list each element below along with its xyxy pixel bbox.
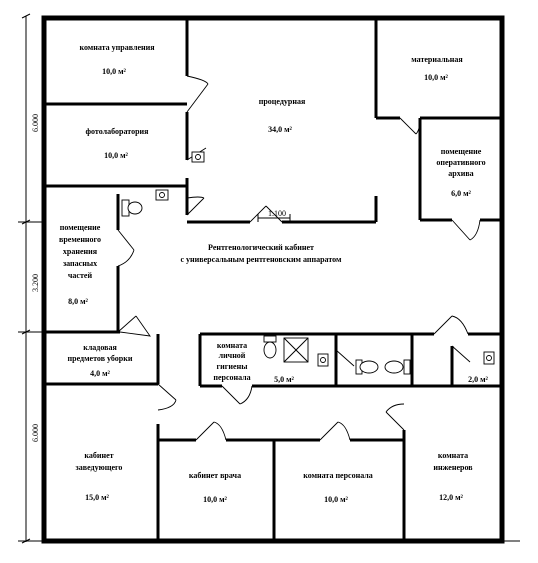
sink-icon-3: [317, 353, 329, 367]
procedure-room-name: процедурная: [259, 97, 306, 106]
storage-name-3: хранения: [63, 247, 98, 256]
engineers-room-area: 12,0 м²: [439, 493, 463, 502]
sink-icon-2: [155, 189, 169, 201]
toilet-icon-2: [263, 335, 277, 359]
hygiene-name-4: персонала: [213, 373, 250, 382]
dim-middle: 3.200: [31, 274, 40, 292]
doctor-office-name: кабинет врача: [189, 471, 241, 480]
wc-area: 2,0 м²: [468, 375, 488, 384]
shower-icon: [283, 337, 309, 363]
engineers-room-name-2: инженеров: [433, 463, 473, 472]
control-room-area: 10,0 м²: [102, 67, 126, 76]
head-office-area: 15,0 м²: [85, 493, 109, 502]
door-dimension: [257, 214, 291, 222]
cleaning-name-1: кладовая: [83, 343, 117, 352]
toilet-icon-3: [355, 359, 379, 375]
sink-icon-4: [483, 351, 495, 365]
archive-name-1: помещение: [441, 147, 482, 156]
dim-bottom: 6.000: [31, 424, 40, 442]
dim-top: 6.000: [31, 114, 40, 132]
cabinet-title-1: Рентгенологический кабинет: [208, 243, 314, 252]
cleaning-area: 4,0 м²: [90, 369, 110, 378]
archive-area: 6,0 м²: [451, 189, 471, 198]
materials-room-name: материальная: [411, 55, 463, 64]
control-room-name: комната управления: [79, 43, 155, 52]
toilet-icon-4: [384, 359, 411, 375]
staff-room-name: комната персонала: [303, 471, 373, 480]
sink-icon: [191, 151, 205, 163]
hygiene-name-2: личной: [219, 351, 246, 360]
photolab-area: 10,0 м²: [104, 151, 128, 160]
storage-name-1: помещение: [60, 223, 101, 232]
head-office-name-2: заведующего: [76, 463, 123, 472]
storage-name-5: частей: [68, 271, 93, 280]
storage-name-4: запасных: [63, 259, 97, 268]
cabinet-title-2: с универсальным рентгеновским аппаратом: [181, 255, 343, 264]
hygiene-name-1: комната: [217, 341, 247, 350]
doctor-office-area: 10,0 м²: [203, 495, 227, 504]
storage-area: 8,0 м²: [68, 297, 88, 306]
storage-name-2: временного: [59, 235, 101, 244]
staff-room-area: 10,0 м²: [324, 495, 348, 504]
cleaning-name-2: предметов уборки: [68, 354, 133, 363]
materials-room-area: 10,0 м²: [424, 73, 448, 82]
hygiene-name-3: гигиены: [217, 362, 249, 371]
archive-name-3: архива: [448, 169, 473, 178]
procedure-room-area: 34,0 м²: [268, 125, 292, 134]
head-office-name-1: кабинет: [84, 451, 113, 460]
door-width: 1.100: [268, 209, 286, 218]
engineers-room-name-1: комната: [438, 451, 468, 460]
toilet-icon: [121, 199, 143, 217]
archive-name-2: оперативного: [436, 158, 485, 167]
photolab-name: фотолаборатория: [86, 127, 150, 136]
hygiene-area: 5,0 м²: [274, 375, 294, 384]
partitions: [44, 18, 502, 541]
